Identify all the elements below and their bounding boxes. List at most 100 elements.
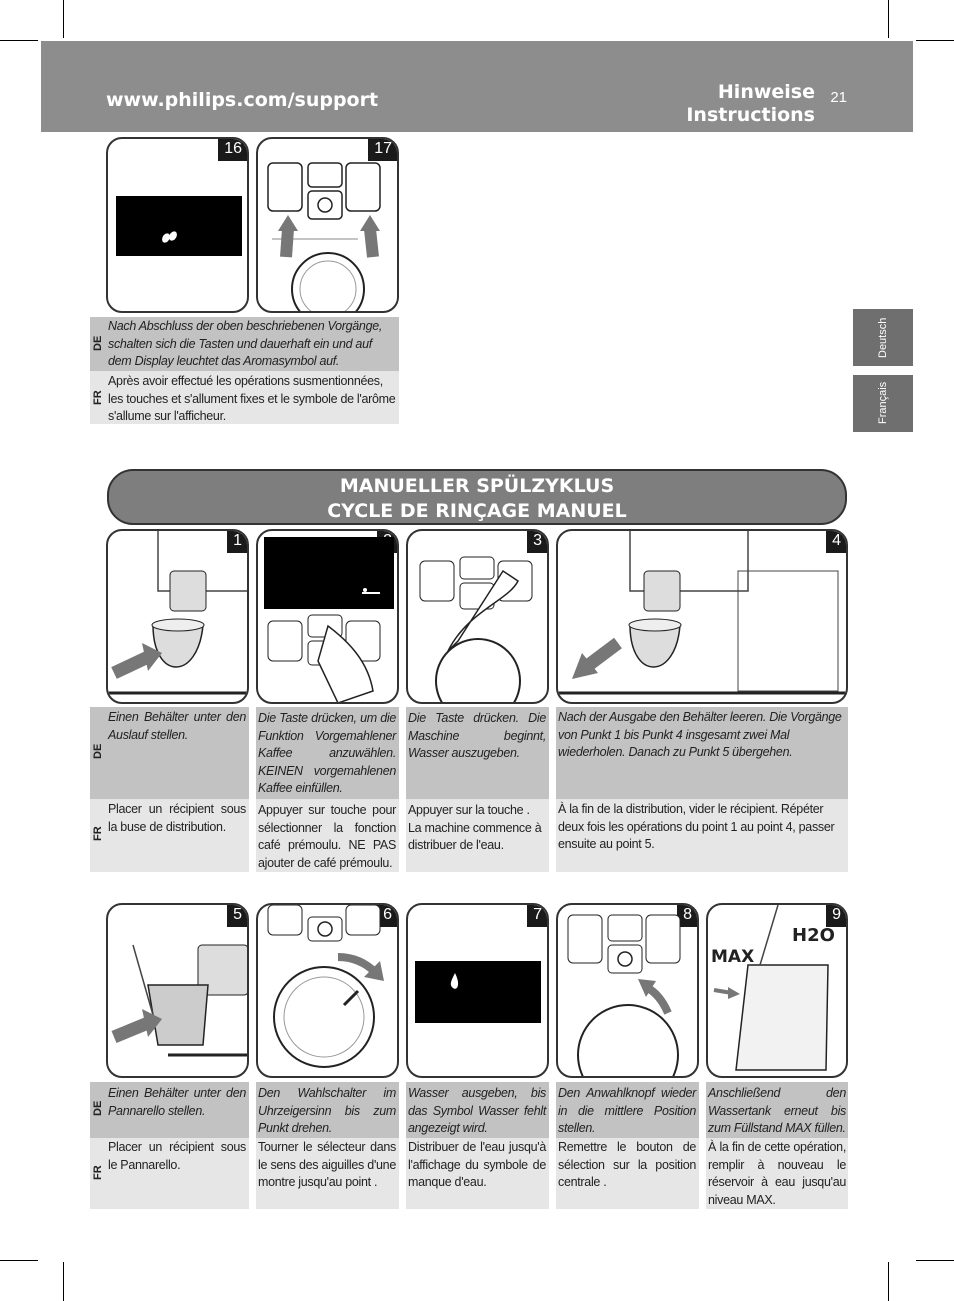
instruction-text: Die Taste drücken, um die Funktion Vorge… xyxy=(258,711,396,795)
instruction-text: À la fin de la distribution, vider le ré… xyxy=(558,802,835,851)
step-9-de: Anschließend den Wassertank erneut bis z… xyxy=(706,1082,848,1138)
instruction-text: Après avoir effectué les opérations susm… xyxy=(108,374,396,423)
step-3-fr: Appuyer sur la touche . La machine comme… xyxy=(406,799,549,872)
crop-mark xyxy=(63,0,64,38)
instruction-text: Nach Abschluss der oben beschriebenen Vo… xyxy=(108,319,383,368)
instruction-text: Anschließend den Wassertank erneut bis z… xyxy=(708,1086,846,1135)
display-screen xyxy=(415,961,541,1023)
aroma-icon xyxy=(162,231,177,243)
lang-label-fr: FR xyxy=(92,1165,104,1180)
figure-number: 17 xyxy=(368,139,397,161)
instruction-text: Remettre le bouton de sélection sur la p… xyxy=(558,1140,696,1189)
header-title-fr: Instructions xyxy=(686,104,815,126)
pannarello-container-illustration xyxy=(111,944,247,1057)
top-text-de: DE Nach Abschluss der oben beschriebenen… xyxy=(90,317,399,371)
figure-number: 1 xyxy=(227,531,247,553)
selector-knob-illustration xyxy=(567,914,681,1076)
page-number: 21 xyxy=(830,89,847,106)
step-6-de: Den Wahlschalter im Uhrzeigersinn bis zu… xyxy=(256,1082,399,1138)
figure-number: 16 xyxy=(218,139,247,161)
header-title-de: Hinweise xyxy=(717,81,815,103)
crop-mark xyxy=(916,40,954,41)
figure-number: 9 xyxy=(826,905,846,927)
water-missing-icon xyxy=(450,973,459,989)
instruction-text: Den Anwahlknopf wieder in die mittlere P… xyxy=(558,1086,696,1135)
step-2-fr: Appuyer sur touche pour sélectionner la … xyxy=(256,799,399,872)
figure-7: 7 xyxy=(406,903,549,1078)
lang-label-fr: FR xyxy=(92,390,104,405)
figure-number: 8 xyxy=(677,905,697,927)
side-tab-francais: Français xyxy=(853,375,913,432)
step-1-de: DE Einen Behälter unter den Auslauf stel… xyxy=(90,707,249,799)
figure-6: 6 xyxy=(256,903,399,1078)
crop-mark xyxy=(63,1262,64,1301)
side-tab-deutsch: Deutsch xyxy=(853,309,913,366)
instruction-text: Distribuer de l'eau jusqu'à l'affichage … xyxy=(408,1140,546,1189)
side-tab-label: Français xyxy=(877,381,889,424)
figure-5: 5 xyxy=(106,903,249,1078)
figure-number: 3 xyxy=(527,531,547,553)
figure-17: 17 xyxy=(256,137,399,313)
figure-9: 9 MAX H2O xyxy=(706,903,848,1078)
instruction-text: Die Taste drücken. Die Maschine beginnt,… xyxy=(408,711,546,760)
h2o-label: H2O xyxy=(792,925,835,946)
crop-mark xyxy=(0,1260,38,1261)
lang-label-fr: FR xyxy=(92,826,104,841)
figure-16: 16 xyxy=(106,137,249,313)
instruction-text: Placer un récipient sous le Pannarello. xyxy=(108,1140,246,1172)
crop-mark xyxy=(888,0,889,38)
figure-1: 1 xyxy=(106,529,249,704)
step-2-de: Die Taste drücken, um die Funktion Vorge… xyxy=(256,707,399,799)
display-screen xyxy=(116,196,242,256)
selector-knob-illustration xyxy=(267,905,384,1068)
display-screen xyxy=(264,537,394,609)
step-8-de: Den Anwahlknopf wieder in die mittlere P… xyxy=(556,1082,699,1138)
water-tank-illustration xyxy=(713,905,829,1071)
step-5-fr: FR Placer un récipient sous le Pannarell… xyxy=(90,1138,249,1209)
crop-mark xyxy=(888,1262,889,1301)
figure-3: 3 xyxy=(406,529,549,704)
control-panel-illustration xyxy=(419,556,533,702)
instruction-text: Appuyer sur touche pour sélectionner la … xyxy=(258,803,396,870)
page-header: www.philips.com/support Hinweise Instruc… xyxy=(41,41,913,132)
lang-label-de: DE xyxy=(92,743,104,759)
figure-number: 6 xyxy=(377,905,397,927)
figure-2: 2 xyxy=(256,529,399,704)
lang-label-de: DE xyxy=(92,1100,104,1116)
step-9-fr: À la fin de cette opération, remplir à n… xyxy=(706,1138,848,1209)
step-8-fr: Remettre le bouton de sélection sur la p… xyxy=(556,1138,699,1209)
support-url[interactable]: www.philips.com/support xyxy=(106,89,379,111)
machine-cup-illustration xyxy=(108,531,247,695)
step-5-de: DE Einen Behälter unter den Pannarello s… xyxy=(90,1082,249,1138)
lang-label-de: DE xyxy=(92,335,104,351)
instruction-text: Einen Behälter unter den Auslauf stellen… xyxy=(108,710,246,742)
max-label: MAX xyxy=(711,947,755,967)
control-panel-illustration xyxy=(267,614,381,702)
top-text-fr: FR Après avoir effectué les opérations s… xyxy=(90,371,399,424)
figure-4: 4 xyxy=(556,529,848,704)
figure-number: 5 xyxy=(227,905,247,927)
step-4-fr: À la fin de la distribution, vider le ré… xyxy=(556,799,848,872)
section-title-de: MANUELLER SPÜLZYKLUS xyxy=(339,475,615,497)
step-4-de: Nach der Ausgabe den Behälter leeren. Di… xyxy=(556,707,848,799)
instruction-text: Appuyer sur la touche . La machine comme… xyxy=(408,803,542,852)
instruction-text: Tourner le sélecteur dans le sens des ai… xyxy=(258,1140,396,1189)
instruction-text: Nach der Ausgabe den Behälter leeren. Di… xyxy=(558,710,842,759)
step-6-fr: Tourner le sélecteur dans le sens des ai… xyxy=(256,1138,399,1209)
side-tab-label: Deutsch xyxy=(877,317,889,358)
control-panel-illustration xyxy=(267,162,381,311)
step-3-de: Die Taste drücken. Die Maschine beginnt,… xyxy=(406,707,549,799)
step-7-fr: Distribuer de l'eau jusqu'à l'affichage … xyxy=(406,1138,549,1209)
crop-mark xyxy=(0,40,38,41)
step-7-de: Wasser ausgeben, bis das Symbol Wasser f… xyxy=(406,1082,549,1138)
step-1-fr: FR Placer un récipient sous la buse de d… xyxy=(90,799,249,872)
figure-8: 8 xyxy=(556,903,699,1078)
machine-cup-illustration xyxy=(558,531,846,695)
instruction-text: Wasser ausgeben, bis das Symbol Wasser f… xyxy=(408,1086,546,1135)
instruction-text: Einen Behälter unter den Pannarello stel… xyxy=(108,1086,246,1118)
figure-number: 7 xyxy=(527,905,547,927)
figure-number: 4 xyxy=(826,531,846,553)
section-banner: MANUELLER SPÜLZYKLUS CYCLE DE RINÇAGE MA… xyxy=(107,469,847,525)
instruction-text: Den Wahlschalter im Uhrzeigersinn bis zu… xyxy=(258,1086,396,1135)
instruction-text: Placer un récipient sous la buse de dist… xyxy=(108,802,246,834)
